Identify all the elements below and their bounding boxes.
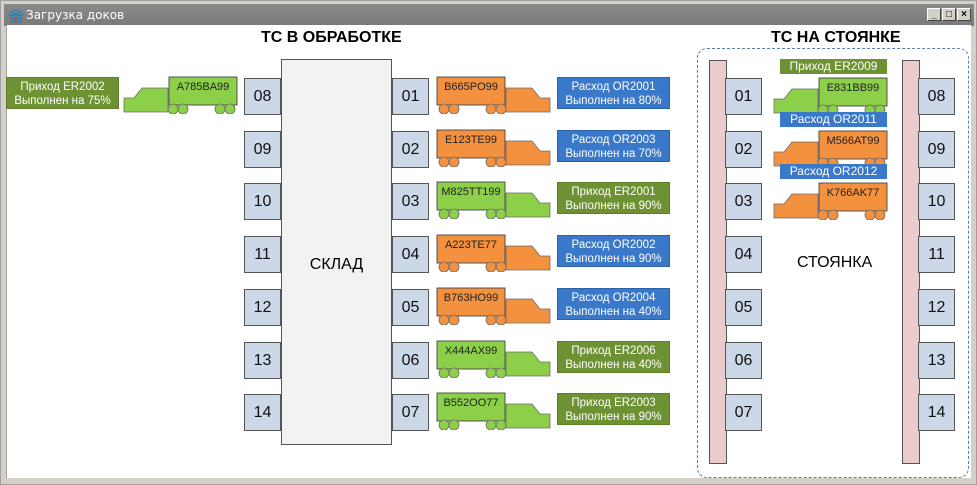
parking-task-label[interactable]: Расход OR2011 (780, 111, 887, 127)
truck-plate: X444AX99 (444, 344, 498, 357)
window-title: Загрузка доков (26, 8, 125, 22)
truck-plate: B552OO77 (443, 397, 499, 410)
parking-area (697, 48, 969, 478)
truck-plate: K766AK77 (826, 187, 880, 200)
truck-plate: B763HO99 (443, 291, 499, 304)
parking-spot-03[interactable]: 03 (725, 183, 762, 221)
truck-plate: B665PO99 (444, 81, 498, 93)
parking-spot-13[interactable]: 13 (918, 341, 955, 379)
task-progress: Выполнен на 70% (565, 147, 662, 160)
parking-task-label[interactable]: Приход ER2009 (780, 59, 887, 74)
parking-spot-14[interactable]: 14 (918, 394, 955, 432)
dock-06[interactable]: 06 (392, 341, 429, 379)
truck-plate: A223TE77 (445, 239, 497, 252)
truck-plate: E123TE99 (445, 133, 497, 146)
task-name: Приход ER2001 (571, 186, 656, 199)
truck-plate: A785BA99 (176, 81, 230, 93)
parking-spot-07[interactable]: 07 (725, 394, 762, 432)
truck-B665PO99[interactable]: B665PO99 (436, 76, 551, 114)
dock-09[interactable]: 09 (244, 130, 281, 168)
task-name: Расход OR2003 (571, 133, 656, 146)
parking-spot-02[interactable]: 02 (725, 130, 762, 168)
dock-14[interactable]: 14 (244, 394, 281, 432)
parking-spot-05[interactable]: 05 (725, 288, 762, 326)
processing-title: ТС В ОБРАБОТКЕ (261, 29, 402, 46)
dock-loading-canvas: ТС В ОБРАБОТКЕ ТС НА СТОЯНКЕ СКЛАД СТОЯН… (6, 25, 971, 478)
truck-plate: M825TT199 (441, 186, 501, 199)
task-progress: Выполнен на 90% (565, 253, 662, 266)
dock-01[interactable]: 01 (392, 78, 429, 115)
task-name: Расход OR2004 (571, 291, 656, 304)
warehouse-label: СКЛАД (309, 256, 364, 273)
truck-E123TE99[interactable]: E123TE99 (436, 129, 551, 167)
parking-spot-12[interactable]: 12 (918, 288, 955, 326)
parking-spot-04[interactable]: 04 (725, 236, 762, 274)
task-name: Расход OR2001 (571, 81, 656, 93)
truck-B552OO77[interactable]: B552OO77 (436, 392, 551, 431)
minimize-button[interactable]: _ (927, 8, 941, 21)
task-name: Расход OR2002 (571, 239, 656, 252)
parking-title: ТС НА СТОЯНКЕ (771, 29, 901, 46)
parking-spot-10[interactable]: 10 (918, 183, 955, 221)
dock-03[interactable]: 03 (392, 183, 429, 221)
dock-08[interactable]: 08 (244, 78, 281, 115)
dock-12[interactable]: 12 (244, 288, 281, 326)
task-progress: Выполнен на 90% (565, 411, 662, 424)
task-progress: Выполнен на 90% (565, 200, 662, 213)
task-progress: Выполнен на 40% (565, 305, 662, 318)
truck-plate: E831BB99 (826, 82, 880, 94)
parked-truck-E831BB99[interactable]: E831BB99 (773, 77, 888, 115)
task-name: Приход ER2002 (20, 81, 105, 93)
task-name: Приход ER2006 (571, 344, 656, 357)
truck-A223TE77[interactable]: A223TE77 (436, 234, 551, 273)
task-name: Приход ER2003 (571, 397, 656, 410)
truck-B763HO99[interactable]: B763HO99 (436, 287, 551, 325)
truck-M825TT199[interactable]: M825TT199 (436, 181, 551, 220)
dock-11[interactable]: 11 (244, 236, 281, 274)
parking-area-label: СТОЯНКА (797, 254, 873, 271)
parking-spot-06[interactable]: 06 (725, 341, 762, 379)
dock-05[interactable]: 05 (392, 288, 429, 326)
dock-04[interactable]: 04 (392, 236, 429, 274)
truck-plate: M566AT99 (826, 134, 880, 147)
parked-truck-M566AT99[interactable]: M566AT99 (773, 130, 888, 168)
warehouse: СКЛАД (281, 59, 392, 445)
task-progress: Выполнен на 75% (14, 95, 111, 107)
dock-13[interactable]: 13 (244, 341, 281, 379)
close-button[interactable]: × (957, 8, 971, 21)
truck-A785BA99[interactable]: A785BA99 (123, 76, 238, 114)
parking-task-label[interactable]: Расход OR2012 (780, 164, 887, 180)
phone-icon (8, 7, 24, 23)
parked-truck-K766AK77[interactable]: K766AK77 (773, 182, 888, 221)
parking-spot-11[interactable]: 11 (918, 236, 955, 274)
parking-spot-01[interactable]: 01 (725, 78, 762, 115)
truck-X444AX99[interactable]: X444AX99 (436, 340, 551, 378)
dock-02[interactable]: 02 (392, 130, 429, 168)
dock-07[interactable]: 07 (392, 394, 429, 432)
dock-10[interactable]: 10 (244, 183, 281, 221)
task-progress: Выполнен на 40% (565, 358, 662, 371)
parking-spot-09[interactable]: 09 (918, 130, 955, 168)
parking-spot-08[interactable]: 08 (918, 78, 955, 115)
title-bar[interactable]: Загрузка доков _ □ × (4, 4, 974, 26)
task-progress: Выполнен на 80% (565, 95, 662, 107)
maximize-button[interactable]: □ (942, 8, 956, 21)
